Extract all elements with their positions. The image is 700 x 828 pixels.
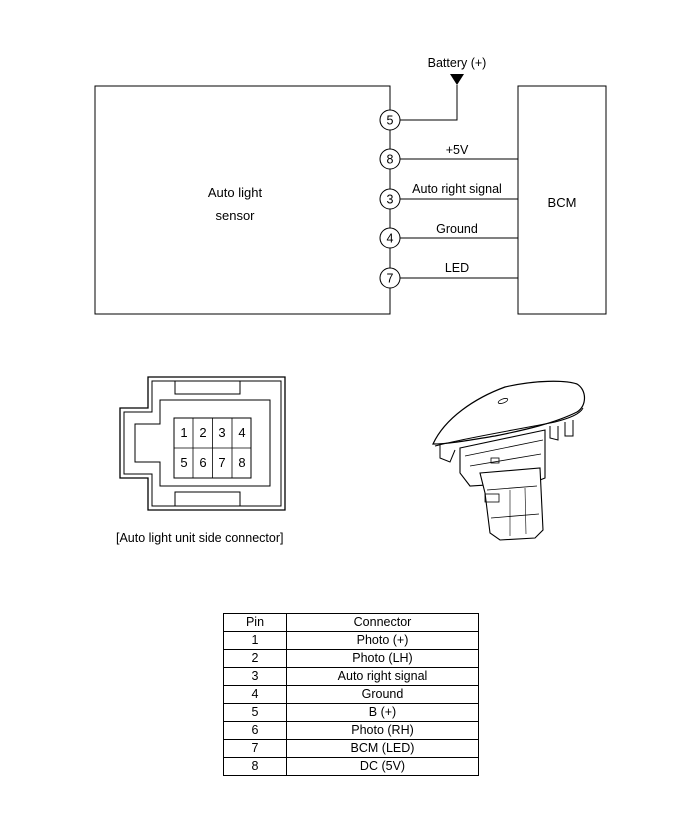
battery-arrow-icon: [450, 74, 464, 85]
connector-outer-housing: [119, 376, 286, 511]
header-pin: Pin: [223, 613, 287, 632]
signal-label-auto-right: Auto right signal: [412, 182, 502, 196]
bcm-box: [517, 85, 607, 315]
pin-7-terminal: 7: [379, 267, 401, 289]
pin-4-terminal: 4: [379, 227, 401, 249]
sensor-label-line1: Auto light: [208, 185, 263, 200]
connector-pin-3: 3: [218, 425, 225, 440]
bcm-label: BCM: [548, 195, 577, 210]
sensor-label-line2: sensor: [215, 208, 255, 223]
pin-5-number: 5: [387, 114, 394, 128]
pin-4-number: 4: [387, 232, 394, 246]
connector-cell: Photo (+): [286, 631, 479, 650]
connector-cell: Ground: [286, 685, 479, 704]
pin-cell: 6: [223, 721, 287, 740]
pin-cell: 2: [223, 649, 287, 668]
connector-inner-housing: [123, 380, 282, 507]
signal-label-led: LED: [445, 261, 469, 275]
wiring-diagram: Auto light sensor BCM Battery (+) 5 8 +5…: [94, 56, 607, 315]
signal-label-ground: Ground: [436, 222, 478, 236]
pin-cell: 1: [223, 631, 287, 650]
pin-cell: 3: [223, 667, 287, 686]
pin-cell: 7: [223, 739, 287, 758]
auto-light-sensor-box: [94, 85, 391, 315]
pin-cell: 8: [223, 757, 287, 776]
connector-caption: [Auto light unit side connector]: [116, 531, 284, 545]
auto-light-sensor-illustration: [432, 380, 586, 541]
battery-wire: [400, 85, 458, 121]
connector-cell: Photo (LH): [286, 649, 479, 668]
pin-5-terminal: 5: [379, 109, 401, 131]
connector-cell: B (+): [286, 703, 479, 722]
connector-pin-4: 4: [238, 425, 245, 440]
table-header-row: Pin Connector: [223, 613, 479, 632]
pin-8-number: 8: [387, 153, 394, 167]
connector-inner-recess: [134, 399, 271, 487]
connector-pin-2: 2: [199, 425, 206, 440]
pin-3-number: 3: [387, 193, 394, 207]
connector-top-key: [174, 381, 241, 395]
connector-cell: BCM (LED): [286, 739, 479, 758]
signal-label-5v: +5V: [446, 143, 469, 157]
pin-7-number: 7: [387, 272, 394, 286]
connector-cell: Auto right signal: [286, 667, 479, 686]
pin-cell: 5: [223, 703, 287, 722]
battery-label: Battery (+): [428, 56, 487, 70]
header-connector: Connector: [286, 613, 479, 632]
connector-cell: Photo (RH): [286, 721, 479, 740]
connector-face-drawing: 1 2 3 4 5 6 7 8: [119, 376, 286, 511]
connector-pin-6: 6: [199, 455, 206, 470]
pin-cell: 4: [223, 685, 287, 704]
connector-pin-1: 1: [180, 425, 187, 440]
connector-bottom-key: [174, 491, 241, 506]
connector-pin-8: 8: [238, 455, 245, 470]
connector-pin-7: 7: [218, 455, 225, 470]
connector-pin-5: 5: [180, 455, 187, 470]
connector-cell: DC (5V): [286, 757, 479, 776]
pin-3-terminal: 3: [379, 188, 401, 210]
pin-8-terminal: 8: [379, 148, 401, 170]
